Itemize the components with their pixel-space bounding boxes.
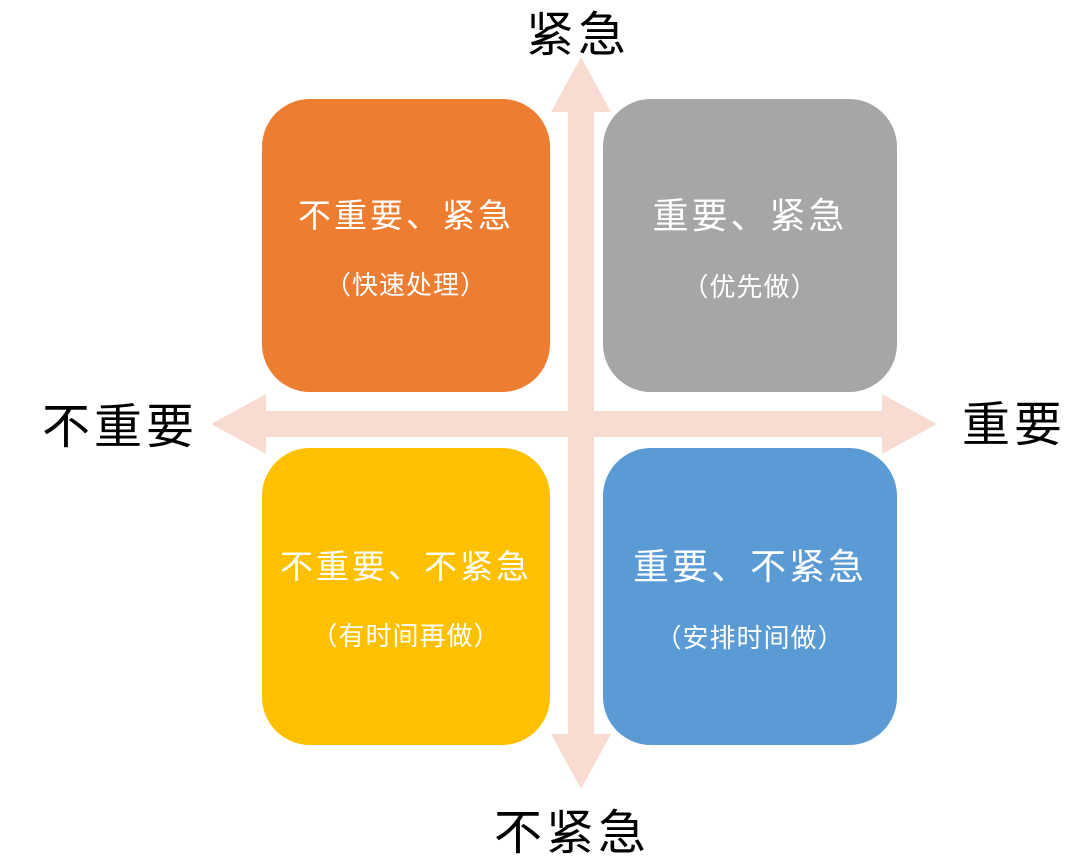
axis-label-not-important: 不重要	[41, 401, 199, 454]
quadrant-subtitle: （优先做）	[682, 272, 818, 302]
quadrant-subtitle: （有时间再做）	[311, 621, 501, 651]
quadrant-title: 重要、紧急	[652, 195, 848, 236]
quadrant-important-not-urgent: 重要、不紧急 （安排时间做）	[603, 448, 897, 745]
quadrant-title: 重要、不紧急	[632, 546, 867, 587]
vertical-axis-arrow	[551, 57, 611, 789]
axis-label-urgent: 紧急	[525, 9, 631, 62]
axis-label-important: 重要	[961, 399, 1067, 452]
quadrant-title: 不重要、紧急	[298, 197, 514, 234]
quadrant-title: 不重要、不紧急	[280, 548, 532, 585]
quadrant-subtitle: （安排时间做）	[655, 623, 845, 653]
quadrant-not-important-not-urgent: 不重要、不紧急 （有时间再做）	[262, 448, 550, 745]
quadrant-important-urgent: 重要、紧急 （优先做）	[603, 99, 897, 392]
horizontal-axis-arrow	[211, 394, 937, 454]
quadrant-not-important-urgent: 不重要、紧急 （快速处理）	[262, 99, 550, 392]
quadrant-subtitle: （快速处理）	[324, 270, 487, 300]
axis-label-not-urgent: 不紧急	[493, 807, 651, 860]
